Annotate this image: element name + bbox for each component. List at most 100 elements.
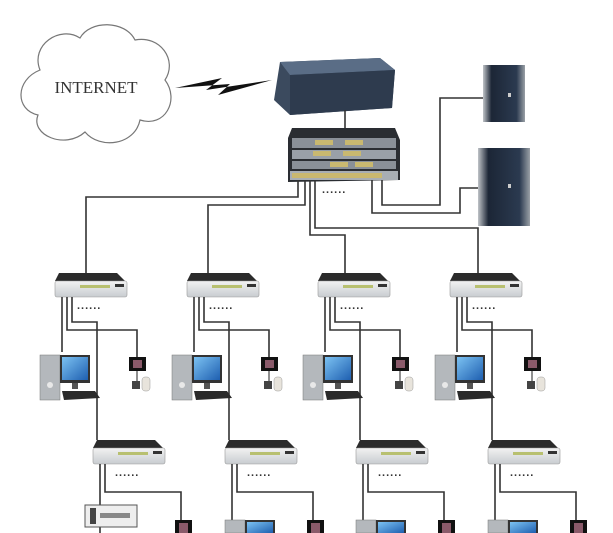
internet-label: INTERNET [54,78,138,97]
workstation-4 [434,354,495,401]
camera-4 [524,357,546,392]
pc-tower [39,354,61,401]
monitor-screen [325,357,351,380]
more-ports-ellipsis: ...... [340,300,364,312]
workstation-row2-2 [224,519,275,533]
switch-top [450,273,520,281]
switch-body [186,280,260,298]
patch-panel-ports [100,513,130,518]
camera-screen [133,360,142,368]
camera-link-2 [198,297,270,357]
camera-screen [528,360,537,368]
camera-1 [129,357,151,392]
more-ports-ellipsis: ...... [209,300,233,312]
pc-tower [224,519,246,533]
switch-ports [212,285,242,288]
access-switch-row1-3: ...... [317,273,391,312]
switch-body [54,280,128,298]
server-1-link [381,97,483,206]
keyboard [325,391,363,400]
switch-top [225,440,295,448]
downlink-4 [466,297,493,440]
camera-lens [536,376,546,392]
camera-link-3 [329,297,401,357]
switch-body [487,447,561,465]
switch-badge [115,284,124,287]
pc-tower [171,354,193,401]
pc-tower [355,519,377,533]
switch-body [92,447,166,465]
camera-row2-1 [175,520,192,533]
camera-lens [141,376,151,392]
camera-base [132,381,140,389]
branch-link-4 [314,180,479,275]
row2-link-b-4 [499,464,577,520]
access-switch-row1-4: ...... [449,273,523,312]
access-switch-row1-2: ...... [186,273,260,312]
access-switch-row2-2: ...... [224,440,298,479]
internet-cloud: INTERNET [20,24,172,144]
switch-top [55,273,125,281]
camera-link-4 [461,297,533,357]
access-switch-row2-3: ...... [355,440,429,479]
camera-row2-4 [570,520,587,533]
monitor-screen [194,357,220,380]
workstation-row2-4 [487,519,538,533]
camera-3 [392,357,414,392]
camera-screen [442,523,451,533]
switch-ports [118,452,148,455]
pc-tower [487,519,509,533]
switch-badge [378,284,387,287]
switch-badge [548,451,557,454]
camera-screen [179,523,188,533]
camera-2 [261,357,283,392]
more-ports-ellipsis: ...... [115,467,139,479]
switch-top [93,440,163,448]
more-ports-ellipsis: ...... [77,300,101,312]
switch-badge [510,284,519,287]
monitor-stand [467,383,473,389]
core-switch-stack [288,128,400,182]
pc-tower [434,354,456,401]
row2-link-b-2 [236,464,314,520]
row2-link-b-1 [104,464,182,520]
keyboard [62,391,100,400]
server-2-link [371,180,478,214]
downlink-3 [334,297,361,440]
monitor-screen [247,522,273,533]
switch-ports [343,285,373,288]
workstation-row2-3 [355,519,406,533]
switch-top [356,440,426,448]
monitor-stand [204,383,210,389]
monitor-screen [457,357,483,380]
router [274,58,395,115]
server-1 [483,65,525,122]
switch-ports [513,452,543,455]
more-ports-ellipsis: ...... [472,300,496,312]
more-ports-ellipsis: ...... [510,467,534,479]
pc-tower [302,354,324,401]
keyboard [457,391,495,400]
pc-power-button [310,382,316,388]
camera-screen [574,523,583,533]
downlink-1 [71,297,98,440]
camera-row2-2 [307,520,324,533]
downlink-2 [203,297,230,440]
branch-link-1 [85,180,299,275]
switch-badge [285,451,294,454]
pc-power-button [442,382,448,388]
switch-body [449,280,523,298]
camera-link-1 [66,297,138,357]
wan-link-lightning-icon [175,78,272,95]
workstation-1 [39,354,100,401]
core-more-ports-ellipsis: ...... [322,184,346,196]
branch-link-2 [207,180,306,275]
access-switch-row1-1: ...... [54,273,128,312]
switch-ports [381,452,411,455]
pc-power-button [179,382,185,388]
monitor-stand [335,383,341,389]
server-2 [478,148,530,226]
switch-badge [416,451,425,454]
keyboard [194,391,232,400]
row2-link-b-3 [367,464,445,520]
